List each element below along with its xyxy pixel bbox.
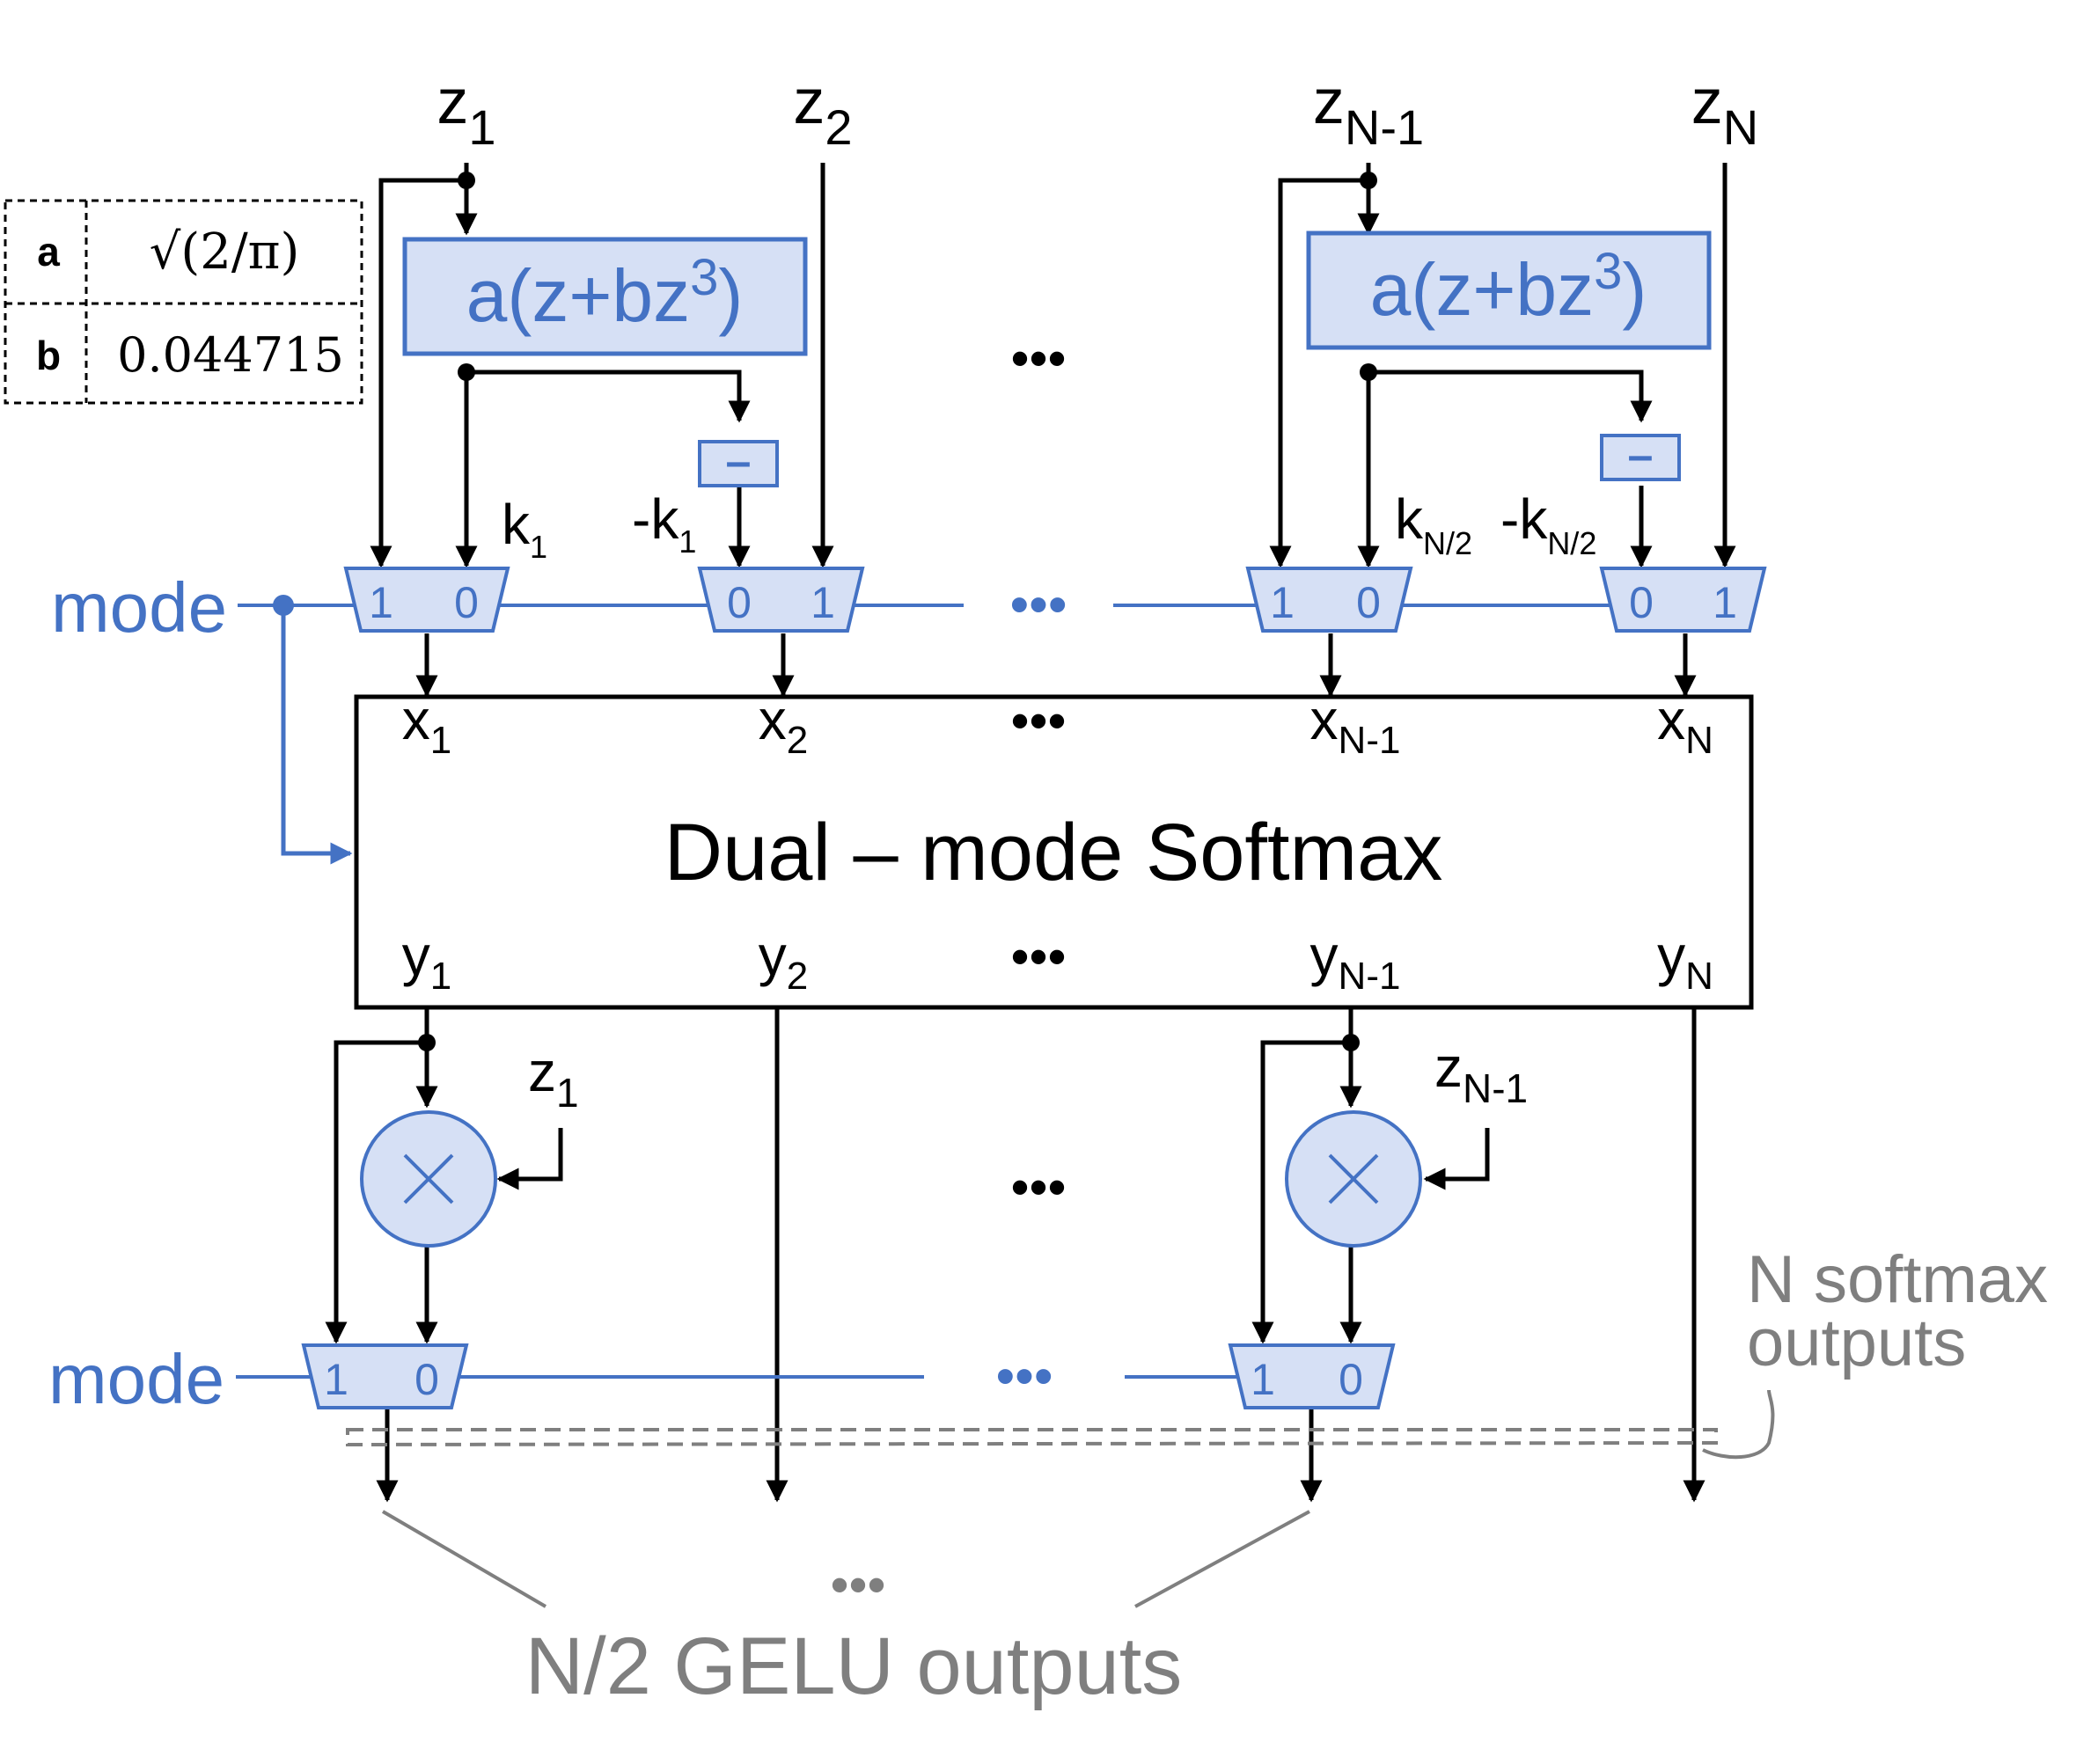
softmax-xN: xN (1657, 688, 1713, 762)
negate-block-1-label: – (726, 436, 752, 487)
bottom-wiring (325, 1007, 1706, 1503)
mode-junction-dot (273, 595, 294, 616)
poly-block-2: a(z+bz3) (1306, 231, 1712, 350)
kN2-label: kN/2 (1395, 487, 1472, 561)
svg-text:0: 0 (1629, 578, 1654, 627)
ellipsis-mult: ••• (1010, 1158, 1066, 1217)
mult-zN1-label: zN-1 (1434, 1036, 1528, 1111)
svg-text:0: 0 (1356, 578, 1381, 627)
softmax-xN1: xN-1 (1310, 688, 1401, 762)
softmax-outputs-label-line1: N softmax (1747, 1242, 2048, 1317)
poly-block-1: a(z+bz3) (402, 237, 808, 356)
multiplier-2 (1285, 1110, 1422, 1248)
softmax-y1: y1 (402, 924, 451, 998)
mult-z1-label: z1 (528, 1040, 579, 1116)
mux-top-2: 0 1 (697, 567, 865, 633)
svg-text:0: 0 (414, 1355, 439, 1404)
softmax-outputs-label-line2: outputs (1747, 1306, 1966, 1380)
svg-text:1: 1 (811, 578, 835, 627)
mux-top-1: 1 0 (343, 567, 510, 633)
svg-text:0: 0 (1339, 1355, 1363, 1404)
mux-bottom-1: 1 0 (301, 1343, 469, 1409)
input-zN-label: zN (1691, 67, 1758, 155)
output-annotations (346, 1389, 1775, 1608)
negate-block-2: – (1600, 430, 1681, 481)
ellipsis-top: ••• (1010, 329, 1066, 388)
junction-dots-bottom (418, 1034, 1360, 1051)
gelu-outputs-label: N/2 GELU outputs (525, 1621, 1183, 1711)
table-a-label: a (37, 229, 60, 274)
softmax-yN1: yN-1 (1310, 924, 1401, 998)
softmax-title: Dual – mode Softmax (664, 808, 1443, 897)
svg-text:1: 1 (324, 1355, 348, 1404)
svg-text:0: 0 (454, 578, 479, 627)
mux-top-4: 0 1 (1599, 567, 1767, 633)
input-zN1-label: zN-1 (1313, 67, 1424, 155)
top-wiring (370, 163, 1736, 698)
neg-k1-label: -k1 (632, 487, 696, 560)
mode-label-bottom: mode (48, 1340, 224, 1418)
ellipsis-mode-top: ••• (1009, 575, 1067, 635)
ellipsis-y: ••• (1010, 927, 1066, 986)
poly-block-2-label: a(z+bz3) (1370, 243, 1647, 331)
k1-label: k1 (502, 493, 547, 565)
svg-text:1: 1 (369, 578, 393, 627)
table-b-value: 0.044715 (117, 327, 344, 383)
softmax-y2: y2 (759, 924, 808, 998)
ellipsis-gelu: ••• (830, 1555, 885, 1614)
svg-text:1: 1 (1270, 578, 1295, 627)
multiplier-1 (360, 1110, 497, 1248)
neg-kN2-label: -kN/2 (1500, 487, 1596, 561)
softmax-block: Dual – mode Softmax x1 x2 xN-1 xN ••• y1… (354, 688, 1754, 1010)
softmax-x1: x1 (402, 688, 451, 762)
softmax-x2: x2 (759, 688, 808, 762)
table-b-label: b (36, 333, 61, 378)
table-a-value: √(2/π) (150, 223, 300, 281)
junction-dots-top (458, 172, 1377, 381)
constants-table: a √(2/π) b 0.044715 (4, 199, 363, 405)
input-z1-label: z1 (436, 67, 495, 155)
ellipsis-x: ••• (1010, 692, 1066, 750)
poly-block-1-label: a(z+bz3) (466, 249, 744, 337)
svg-text:1: 1 (1251, 1355, 1275, 1404)
softmax-yN: yN (1657, 924, 1713, 998)
ellipsis-mode-bottom: ••• (995, 1346, 1053, 1407)
input-z2-label: z2 (793, 67, 852, 155)
svg-text:0: 0 (727, 578, 752, 627)
negate-block-1: – (698, 436, 779, 487)
mux-top-3: 1 0 (1245, 567, 1413, 633)
svg-text:1: 1 (1713, 578, 1737, 627)
mux-bottom-2: 1 0 (1228, 1343, 1396, 1409)
negate-block-2-label: – (1628, 430, 1654, 481)
mode-label-top: mode (51, 568, 227, 647)
